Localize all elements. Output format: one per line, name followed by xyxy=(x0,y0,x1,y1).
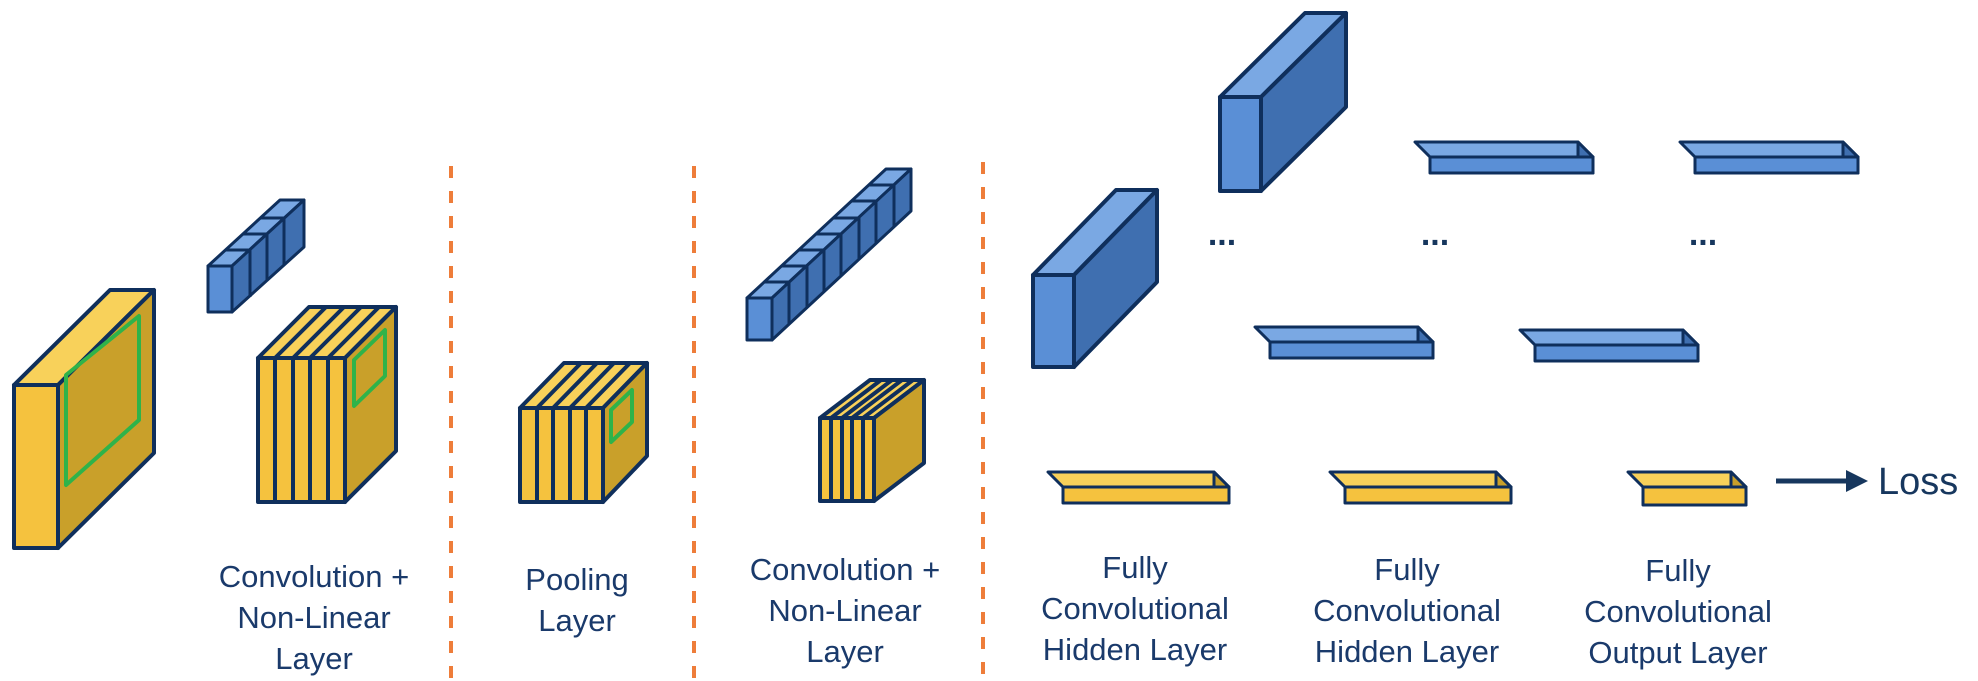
ellipsis: ... xyxy=(1689,215,1717,253)
receptive-field-outline xyxy=(609,388,634,444)
arrow-right-icon xyxy=(1776,470,1868,492)
label-fully-conv-output-line: Fully xyxy=(1645,553,1711,588)
label-fully-conv-output-line: Output Layer xyxy=(1588,635,1767,670)
receptive-field-outline xyxy=(352,328,387,408)
label-fully-conv-output-line: Convolutional xyxy=(1584,594,1772,629)
label-fully-conv-hidden-1-line: Convolutional xyxy=(1041,591,1229,626)
label-convolution-nonlinear-1-line: Non-Linear xyxy=(237,600,390,635)
label-fully-conv-hidden-1-line: Hidden Layer xyxy=(1043,632,1227,667)
label-fully-conv-hidden-2-line: Fully xyxy=(1374,552,1440,587)
label-convolution-nonlinear-2-line: Convolution + xyxy=(750,552,940,587)
receptive-field-outline xyxy=(64,314,141,487)
fc-output-bar xyxy=(1626,470,1748,507)
fc-filter-block-upper xyxy=(1218,11,1348,193)
label-convolution-nonlinear-2-line: Layer xyxy=(806,634,884,669)
conv-output-volume-2 xyxy=(818,378,926,503)
label-fully-conv-hidden-2-line: Hidden Layer xyxy=(1315,634,1499,669)
filter-stack-2 xyxy=(745,167,913,342)
fc-weight-bar xyxy=(1518,328,1700,363)
filter-stack-1 xyxy=(206,198,306,314)
fc-weight-bar xyxy=(1678,140,1860,175)
label-convolution-nonlinear-1-line: Layer xyxy=(275,641,353,676)
label-fully-conv-hidden-2-line: Convolutional xyxy=(1313,593,1501,628)
fc-filter-block-lower xyxy=(1031,188,1159,369)
input-volume xyxy=(12,288,156,550)
conv-output-volume-1 xyxy=(256,305,398,504)
fc-weight-bar xyxy=(1413,140,1595,175)
pooling-volume xyxy=(518,361,649,504)
label-fully-conv-hidden-1-line: Fully xyxy=(1102,550,1168,585)
fc-hidden-output-bar-1 xyxy=(1046,470,1231,505)
loss-label: Loss xyxy=(1878,461,1958,503)
fc-weight-bar xyxy=(1253,325,1435,360)
label-pooling-layer-line: Pooling xyxy=(525,562,628,597)
label-convolution-nonlinear-2-line: Non-Linear xyxy=(768,593,921,628)
ellipsis: ... xyxy=(1421,215,1449,253)
fc-hidden-output-bar-2 xyxy=(1328,470,1513,505)
ellipsis: ... xyxy=(1208,215,1236,253)
label-pooling-layer-line: Layer xyxy=(538,603,616,638)
label-convolution-nonlinear-1-line: Convolution + xyxy=(219,559,409,594)
